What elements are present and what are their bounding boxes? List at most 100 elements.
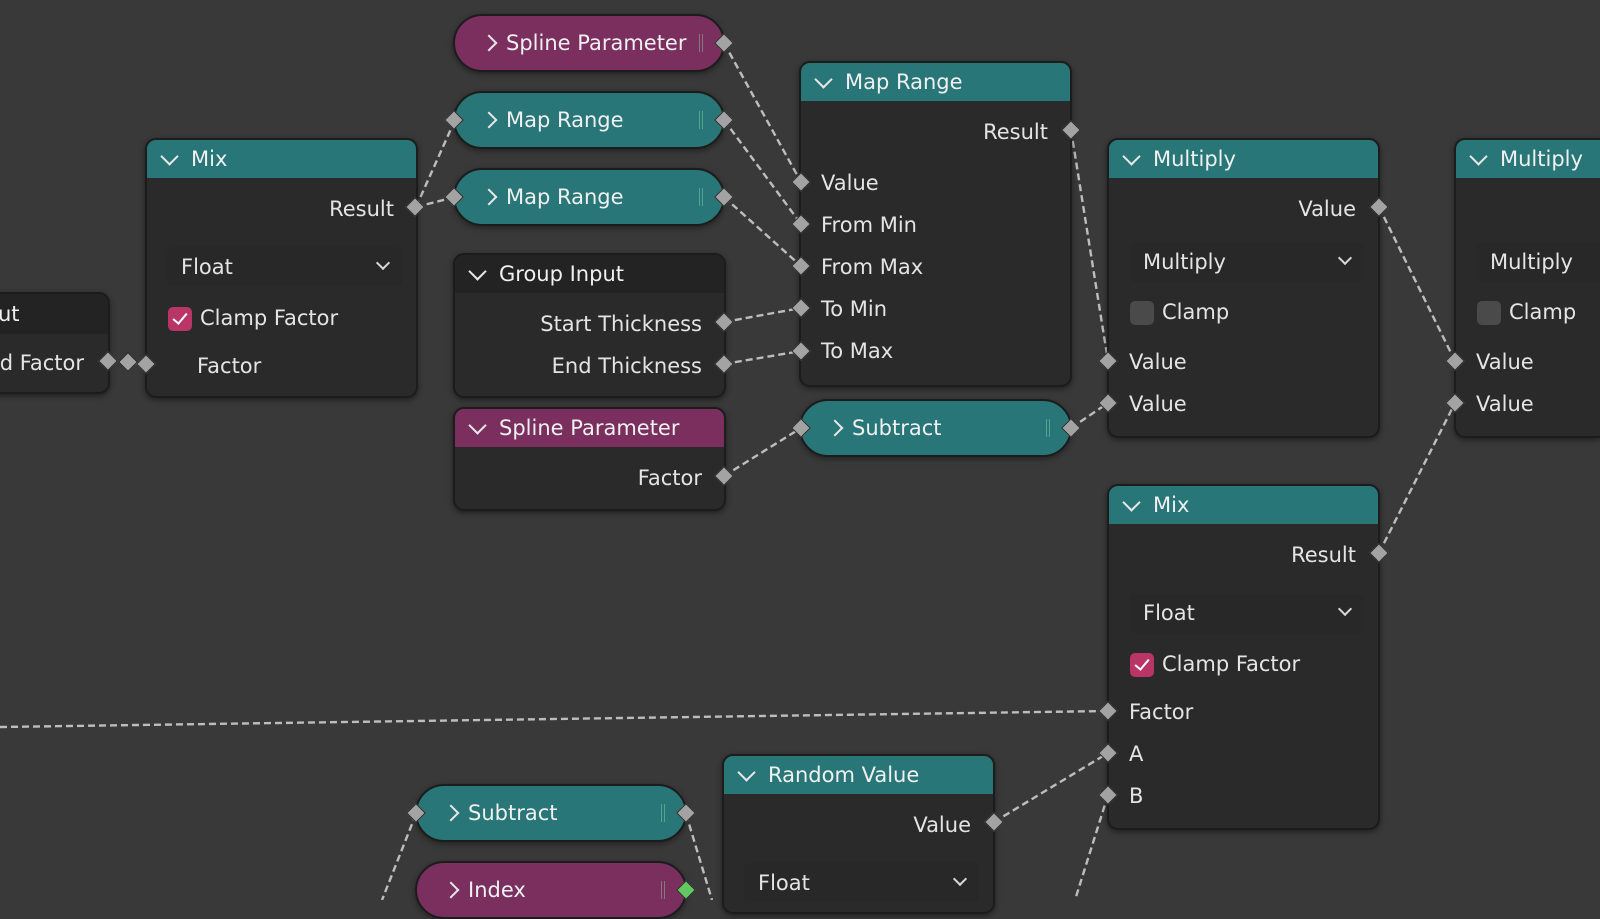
- input-label: Value: [1476, 350, 1534, 374]
- input-label: Value: [821, 171, 879, 195]
- output-label: Value: [913, 813, 971, 837]
- spline-parameter-node-collapsed[interactable]: Spline Parameter: [453, 14, 725, 72]
- node-header[interactable]: Multiply: [1109, 140, 1378, 178]
- node-title: Mix: [191, 147, 228, 171]
- multiply-node[interactable]: Multiply Multiply Clamp Value Value: [1454, 138, 1600, 438]
- node-header[interactable]: Multiply: [1456, 140, 1600, 178]
- map-range-node-collapsed[interactable]: Map Range: [453, 91, 725, 149]
- operation-dropdown[interactable]: Multiply: [1129, 242, 1364, 282]
- chevron-down-icon[interactable]: [468, 261, 487, 281]
- chevron-down-icon: [1337, 601, 1353, 617]
- group-input-node-partial[interactable]: ut nd Factor: [0, 292, 138, 394]
- link: [723, 426, 802, 478]
- dropdown-value: Float: [181, 255, 233, 279]
- chevron-down-icon: [1337, 250, 1353, 266]
- node-title: Spline Parameter: [506, 31, 687, 55]
- map-range-node-collapsed[interactable]: Map Range: [453, 168, 725, 226]
- chevron-right-icon[interactable]: [480, 188, 498, 206]
- node-title: Map Range: [506, 185, 624, 209]
- link: [380, 813, 418, 900]
- dropdown-value: Multiply: [1490, 250, 1573, 274]
- node-title: Subtract: [852, 416, 942, 440]
- link: [1377, 206, 1457, 362]
- grip-icon[interactable]: [699, 34, 703, 52]
- input-label: From Max: [821, 255, 924, 279]
- map-range-node[interactable]: Map Range Result Value From Min From Max…: [799, 61, 1072, 387]
- input-label: To Min: [821, 297, 888, 321]
- output-label: Result: [329, 197, 394, 221]
- data-type-dropdown[interactable]: Float: [167, 247, 402, 287]
- node-header[interactable]: Mix: [1109, 486, 1378, 524]
- index-node-collapsed[interactable]: Index: [415, 861, 687, 919]
- link: [1069, 129, 1110, 362]
- input-label: To Max: [821, 339, 894, 363]
- chevron-down-icon[interactable]: [1122, 146, 1141, 166]
- clamp-checkbox[interactable]: [1130, 301, 1154, 325]
- operation-dropdown[interactable]: Multiply: [1476, 242, 1600, 282]
- node-title: Spline Parameter: [499, 416, 680, 440]
- output-label: Start Thickness: [540, 312, 702, 336]
- node-header[interactable]: Random Value: [724, 756, 993, 794]
- link: [723, 306, 802, 324]
- output-socket[interactable]: [118, 352, 138, 372]
- clamp-factor-checkbox[interactable]: [168, 307, 192, 331]
- clamp-factor-checkbox[interactable]: [1130, 653, 1154, 677]
- chevron-down-icon[interactable]: [160, 146, 179, 166]
- input-label: Value: [1476, 392, 1534, 416]
- node-header[interactable]: Spline Parameter: [455, 409, 724, 447]
- grip-icon[interactable]: [1046, 419, 1050, 437]
- link: [1073, 794, 1110, 900]
- chevron-down-icon: [375, 255, 391, 271]
- dropdown-value: Multiply: [1143, 250, 1226, 274]
- node-title: Group Input: [499, 262, 624, 286]
- clamp-checkbox[interactable]: [1477, 301, 1501, 325]
- node-title: Map Range: [845, 70, 963, 94]
- chevron-down-icon[interactable]: [737, 762, 756, 782]
- data-type-dropdown[interactable]: Float: [1129, 593, 1364, 633]
- node-header[interactable]: Mix: [147, 140, 416, 178]
- group-input-node[interactable]: Group Input Start Thickness End Thicknes…: [453, 253, 726, 398]
- subtract-node-collapsed[interactable]: Subtract: [415, 784, 687, 842]
- output-label: Result: [1291, 543, 1356, 567]
- node-header[interactable]: Group Input: [455, 255, 724, 293]
- link: [1377, 402, 1457, 554]
- node-header[interactable]: Map Range: [801, 63, 1070, 101]
- link: [723, 196, 802, 267]
- chevron-down-icon[interactable]: [468, 415, 487, 435]
- node-title: ut: [0, 302, 20, 326]
- chevron-down-icon[interactable]: [814, 69, 833, 89]
- mix-node[interactable]: Mix Result Float Clamp Factor Factor A B: [1107, 484, 1380, 830]
- grip-icon[interactable]: [661, 881, 665, 899]
- chevron-down-icon[interactable]: [1122, 492, 1141, 512]
- random-value-node[interactable]: Random Value Value Float: [722, 754, 995, 914]
- chevron-right-icon[interactable]: [826, 419, 844, 437]
- node-header[interactable]: ut: [0, 294, 108, 334]
- link: [722, 42, 803, 183]
- socket-label: nd Factor: [0, 351, 84, 375]
- link: [0, 709, 1109, 729]
- chevron-right-icon[interactable]: [480, 34, 498, 52]
- mix-node[interactable]: Mix Result Float Clamp Factor Factor: [145, 138, 418, 398]
- node-title: Map Range: [506, 108, 624, 132]
- multiply-node[interactable]: Multiply Value Multiply Clamp Value Valu…: [1107, 138, 1380, 438]
- data-type-dropdown[interactable]: Float: [744, 863, 979, 903]
- input-label: Value: [1129, 392, 1187, 416]
- grip-icon[interactable]: [699, 111, 703, 129]
- chevron-right-icon[interactable]: [480, 111, 498, 129]
- chevron-down-icon[interactable]: [1469, 146, 1488, 166]
- checkbox-label: Clamp Factor: [1162, 652, 1301, 676]
- grip-icon[interactable]: [661, 804, 665, 822]
- grip-icon[interactable]: [699, 188, 703, 206]
- link: [723, 349, 802, 366]
- input-label: Value: [1129, 350, 1187, 374]
- checkbox-label: Clamp: [1509, 300, 1577, 324]
- output-label: End Thickness: [551, 354, 702, 378]
- chevron-right-icon[interactable]: [442, 804, 460, 822]
- node-title: Subtract: [468, 801, 558, 825]
- chevron-right-icon[interactable]: [442, 881, 460, 899]
- input-label: From Min: [821, 213, 917, 237]
- input-label: Factor: [197, 354, 262, 378]
- spline-parameter-node[interactable]: Spline Parameter Factor: [453, 407, 726, 511]
- chevron-down-icon: [952, 871, 968, 887]
- subtract-node-collapsed[interactable]: Subtract: [799, 399, 1072, 457]
